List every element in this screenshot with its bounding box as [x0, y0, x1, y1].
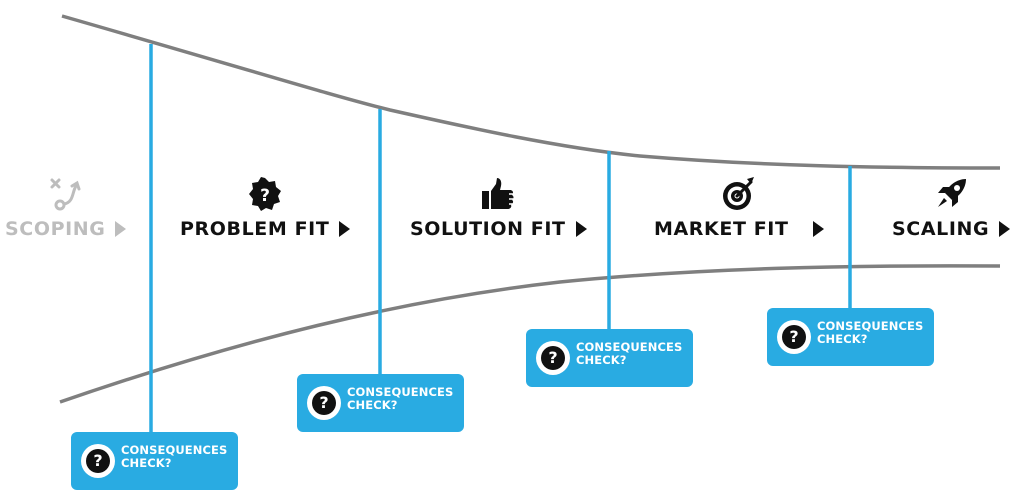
question-circle-icon: ? [81, 444, 115, 478]
stage-problem-fit: ? PROBLEM FIT [180, 172, 351, 262]
arrow-right-icon [999, 221, 1011, 237]
arrow-right-icon [115, 221, 127, 237]
target-icon [719, 172, 759, 216]
stage-scaling: SCALING [892, 172, 1011, 262]
question-badge-icon: ? [245, 172, 285, 216]
stage-solution-fit: SOLUTION FIT [410, 172, 587, 262]
stage-label: SOLUTION FIT [410, 218, 566, 240]
thumbs-up-icon [478, 172, 518, 216]
question-circle-icon: ? [777, 320, 811, 354]
svg-text:?: ? [260, 186, 270, 206]
rocket-icon [931, 172, 971, 216]
stage-label: PROBLEM FIT [180, 218, 330, 240]
stage-market-fit: MARKET FIT [654, 172, 824, 262]
stage-scoping: SCOPING [5, 172, 127, 262]
stage-label: SCOPING [5, 218, 106, 240]
arrow-right-icon [812, 221, 824, 237]
question-circle-icon: ? [307, 386, 341, 420]
question-circle-icon: ? [536, 341, 570, 375]
stage-label: SCALING [892, 218, 990, 240]
path-route-icon [46, 172, 86, 216]
arrow-right-icon [339, 221, 351, 237]
stage-label: MARKET FIT [654, 218, 789, 240]
arrow-right-icon [575, 221, 587, 237]
funnel-top-curve [61, 14, 1001, 170]
